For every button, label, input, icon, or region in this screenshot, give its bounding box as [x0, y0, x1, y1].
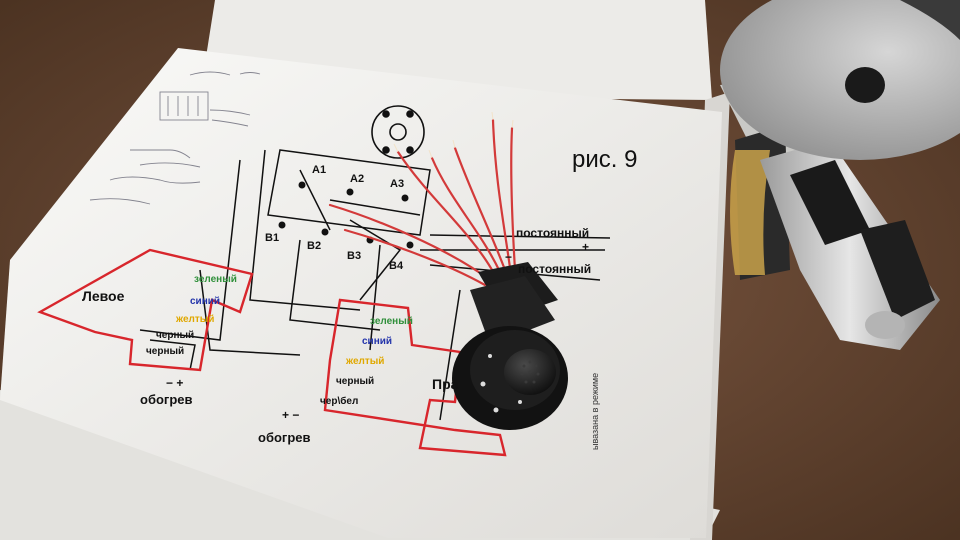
- red-wires: [328, 118, 517, 287]
- pin-label-b1: B1: [265, 232, 280, 244]
- handwritten-notes: [89, 71, 261, 205]
- right-mirror-title: Пра: [432, 376, 459, 392]
- knob-texture: [520, 360, 540, 384]
- schematic-wiring: [139, 149, 611, 421]
- right-mirror-outline: [323, 298, 507, 457]
- right-wire-blue: синий: [362, 336, 393, 347]
- left-wire-blue: синий: [190, 296, 221, 307]
- wire-tips: [393, 111, 514, 159]
- pin-label-a2: A2: [350, 173, 365, 185]
- right-heating-label: обогрев: [258, 430, 311, 445]
- right-heating-signs: + −: [282, 408, 300, 422]
- right-wire-green: зеленый: [370, 316, 413, 327]
- pin-label-b3: B3: [347, 250, 362, 262]
- supply-positive-label: постоянный: [516, 226, 590, 240]
- right-wire-black-white: чер\бел: [320, 396, 359, 407]
- supply-positive-sign: +: [582, 240, 590, 254]
- supply-negative-sign: −: [505, 250, 513, 264]
- utility-knife: [720, 78, 940, 350]
- left-wire-green: зеленый: [194, 274, 237, 285]
- left-mirror-title: Левое: [82, 288, 125, 304]
- lamp-base: [720, 0, 960, 160]
- right-wire-yellow: желтый: [346, 356, 385, 367]
- pin-label-b4: B4: [389, 260, 404, 272]
- mirror-switch: [452, 262, 568, 430]
- figure-label: рис. 9: [572, 146, 638, 173]
- pin-dots: [278, 181, 414, 249]
- left-wire-yellow: желтый: [176, 314, 215, 325]
- switch-symbol: [371, 105, 425, 159]
- left-heating-label: обогрев: [140, 392, 193, 407]
- side-note-text: ывазана в режиме: [590, 372, 600, 450]
- left-heating-signs: − +: [166, 376, 184, 390]
- right-wire-black: черный: [336, 376, 375, 387]
- supply-negative-label: постоянный: [518, 262, 592, 276]
- pin-label-b2: B2: [307, 240, 322, 252]
- pin-label-a3: A3: [390, 178, 405, 190]
- pin-label-a1: A1: [312, 164, 327, 176]
- left-wire-black-2: черный: [146, 346, 185, 357]
- left-mirror-outline: [37, 248, 254, 372]
- left-wire-black-1: черный: [156, 330, 195, 341]
